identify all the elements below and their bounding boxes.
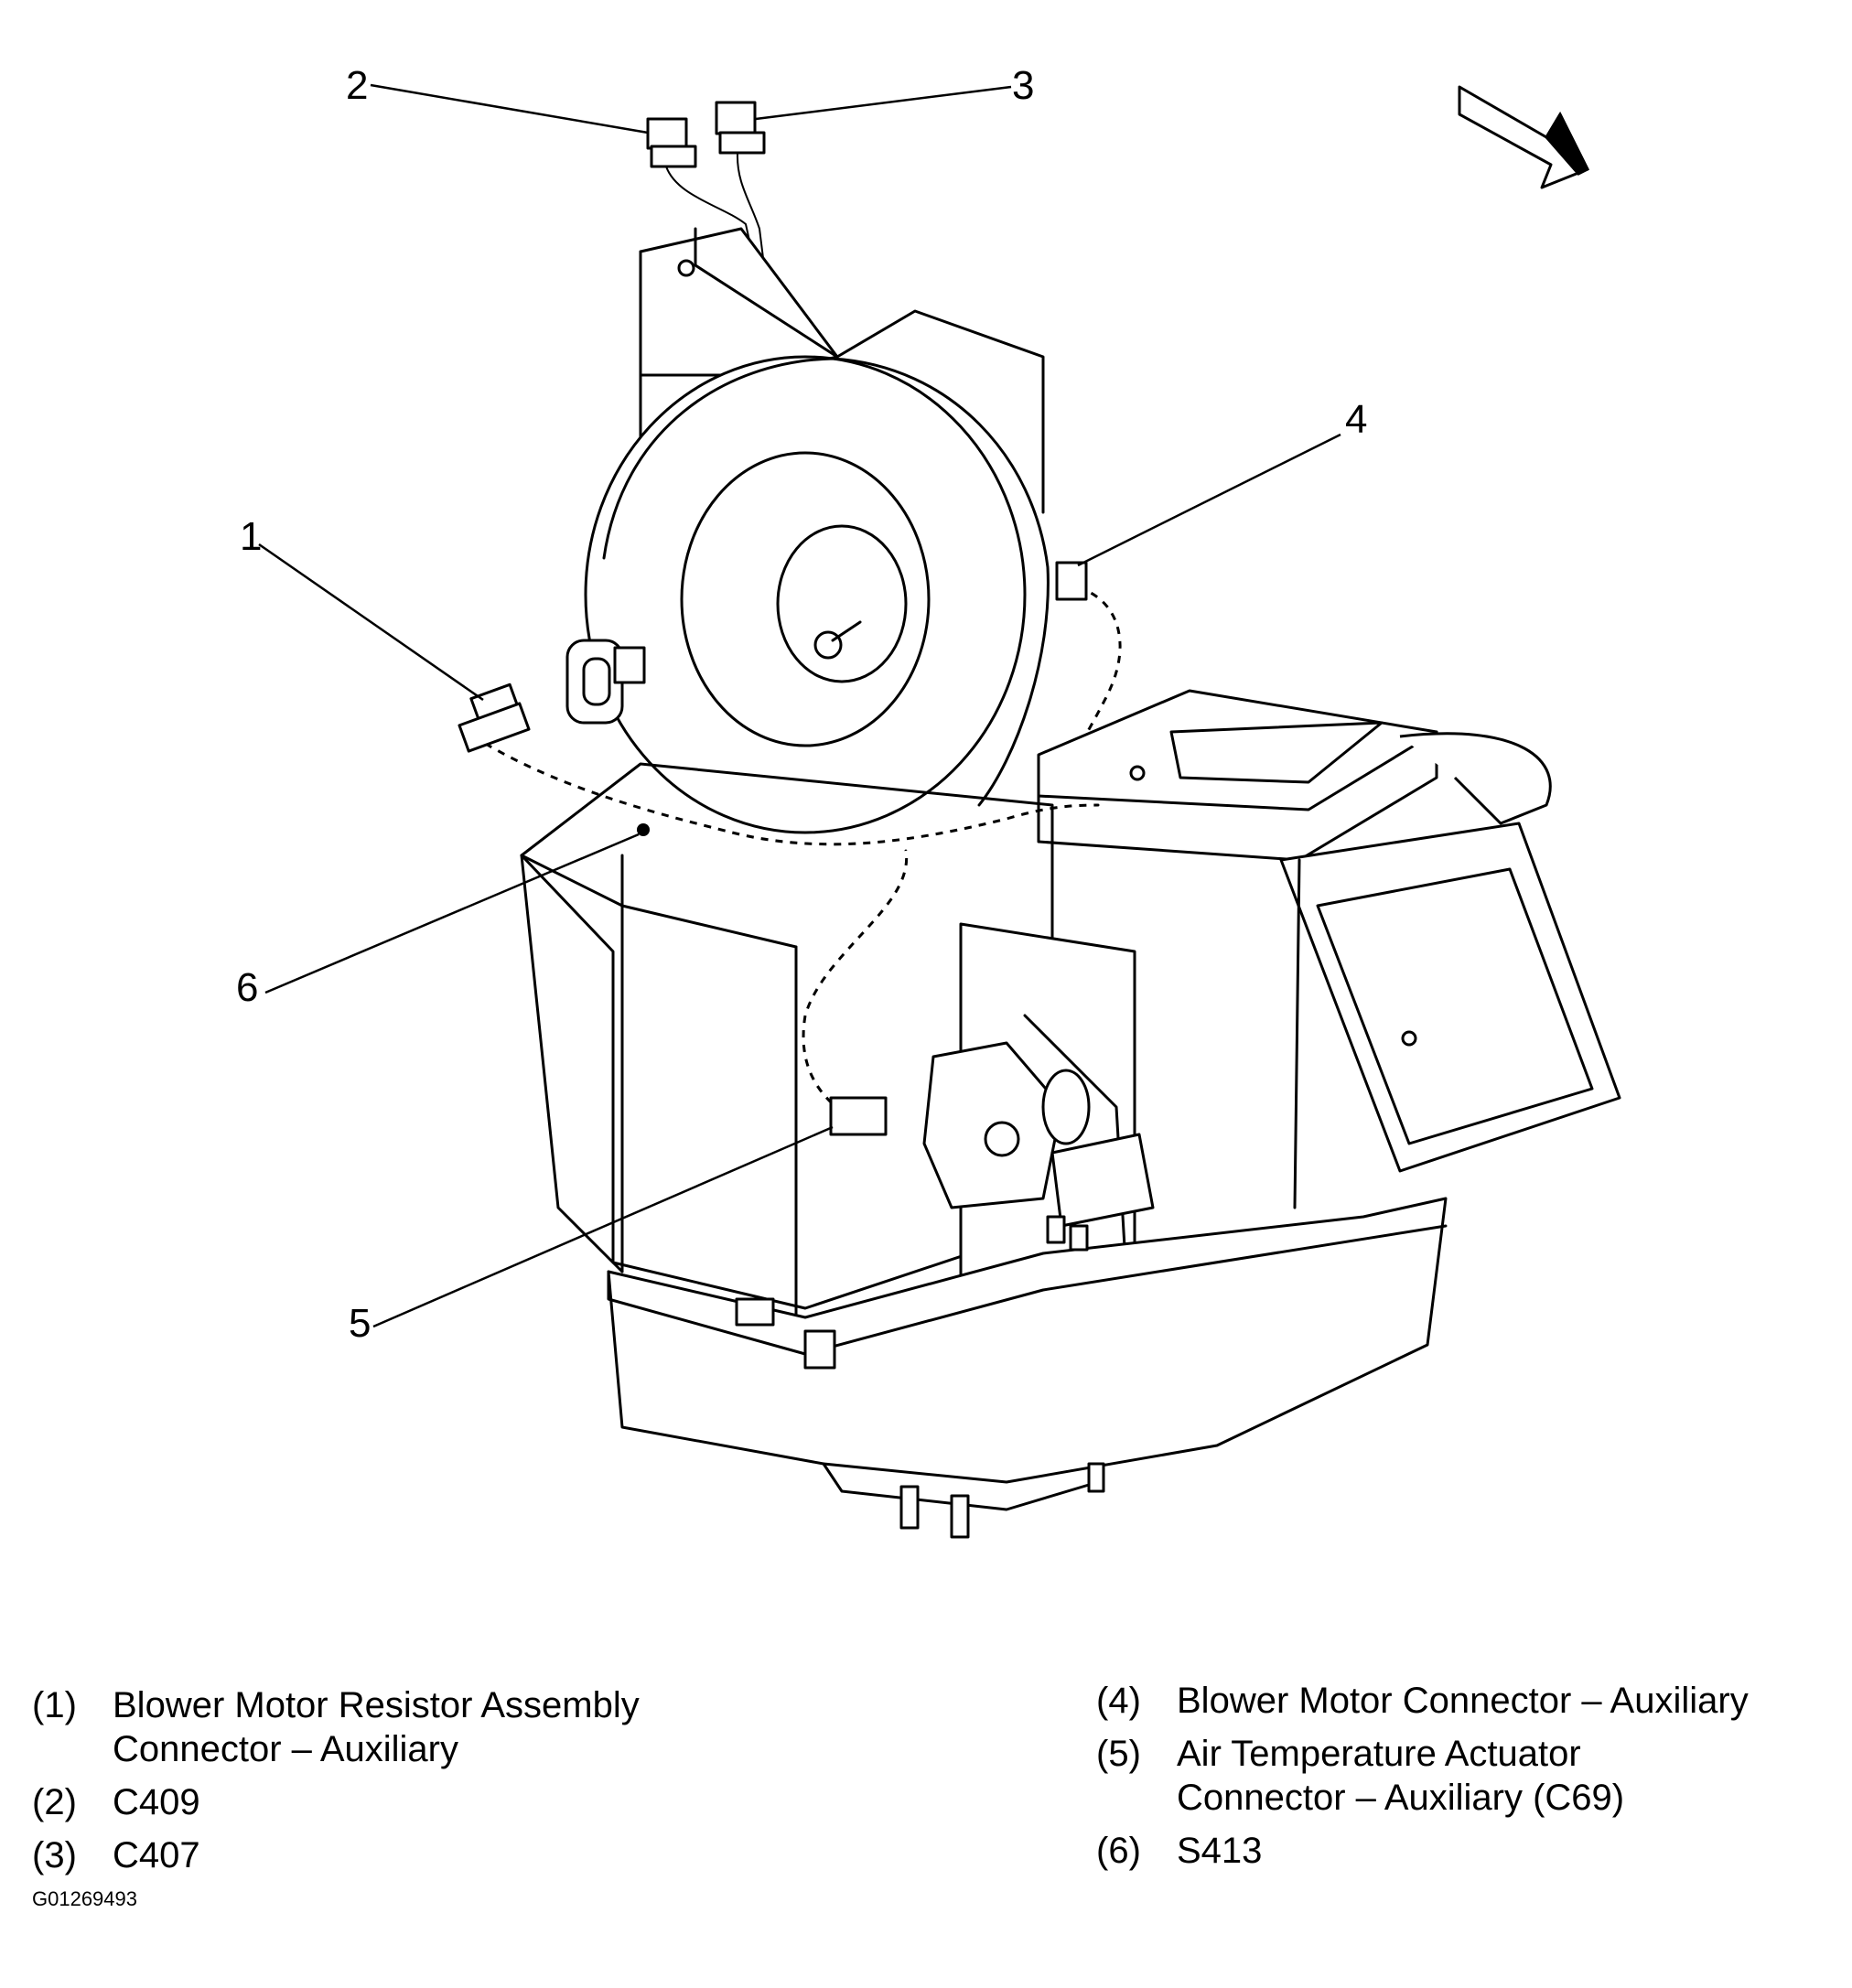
leader-5 [372, 1125, 834, 1328]
leader-lines [258, 83, 1341, 1328]
legend-code: (6) [1096, 1831, 1141, 1871]
legend-item-1: (1) Blower Motor Resistor Assembly Conne… [32, 1683, 1057, 1771]
connector-1-plug [458, 682, 531, 753]
callout-6: 6 [236, 965, 259, 1010]
splice-s413 [637, 823, 650, 836]
callout-3: 3 [1012, 63, 1035, 108]
leader-4 [1077, 433, 1341, 567]
legend-code: (4) [1096, 1681, 1141, 1721]
upper-housing [639, 227, 1045, 624]
callout-5: 5 [349, 1301, 371, 1346]
legend-text: Connector – Auxiliary (C69) [1177, 1778, 1625, 1818]
callout-1: 1 [240, 514, 263, 559]
legend-left: (1) Blower Motor Resistor Assembly Conne… [32, 1683, 1057, 1886]
heater-section [1037, 689, 1621, 1209]
lower-case [520, 762, 1136, 1319]
legend-right: (4) Blower Motor Connector – Auxiliary (… [1096, 1679, 1828, 1882]
legend-code: (3) [32, 1835, 77, 1875]
callout-4: 4 [1345, 397, 1368, 442]
legend-item-6: (6) S413 [1096, 1829, 1828, 1873]
legend-text: Connector – Auxiliary [113, 1729, 458, 1769]
legend-item-3: (3) C407 [32, 1833, 1057, 1877]
leader-6 [264, 833, 640, 994]
leader-1 [258, 543, 484, 702]
legend-text: Air Temperature Actuator [1177, 1734, 1581, 1774]
connector-c407 [715, 101, 766, 155]
resistor-bracket [565, 639, 646, 725]
legend-text: S413 [1177, 1831, 1263, 1871]
air-temperature-actuator [922, 1041, 1155, 1228]
legend-text: C409 [113, 1782, 200, 1822]
legend-text: C407 [113, 1835, 200, 1875]
legend-item-5: (5) Air Temperature Actuator Connector –… [1096, 1732, 1828, 1820]
legend-code: (2) [32, 1782, 77, 1822]
leader-2 [370, 83, 649, 134]
connector-5 [829, 1096, 888, 1136]
connector-4 [1055, 561, 1088, 601]
legend-item-2: (2) C409 [32, 1780, 1057, 1824]
bottom-tray [607, 1197, 1448, 1539]
figure-id: G01269493 [32, 1887, 137, 1910]
direction-arrow-icon [1458, 85, 1590, 189]
legend-code: (5) [1096, 1734, 1141, 1774]
connector-c409 [646, 117, 697, 168]
blower-scroll-housing [584, 355, 1050, 834]
legend-text: Blower Motor Resistor Assembly [113, 1685, 640, 1725]
leader-3 [755, 85, 1012, 121]
legend-text: Blower Motor Connector – Auxiliary [1177, 1681, 1749, 1721]
legend-item-4: (4) Blower Motor Connector – Auxiliary [1096, 1679, 1828, 1723]
legend-code: (1) [32, 1685, 77, 1725]
callout-2: 2 [346, 63, 369, 108]
